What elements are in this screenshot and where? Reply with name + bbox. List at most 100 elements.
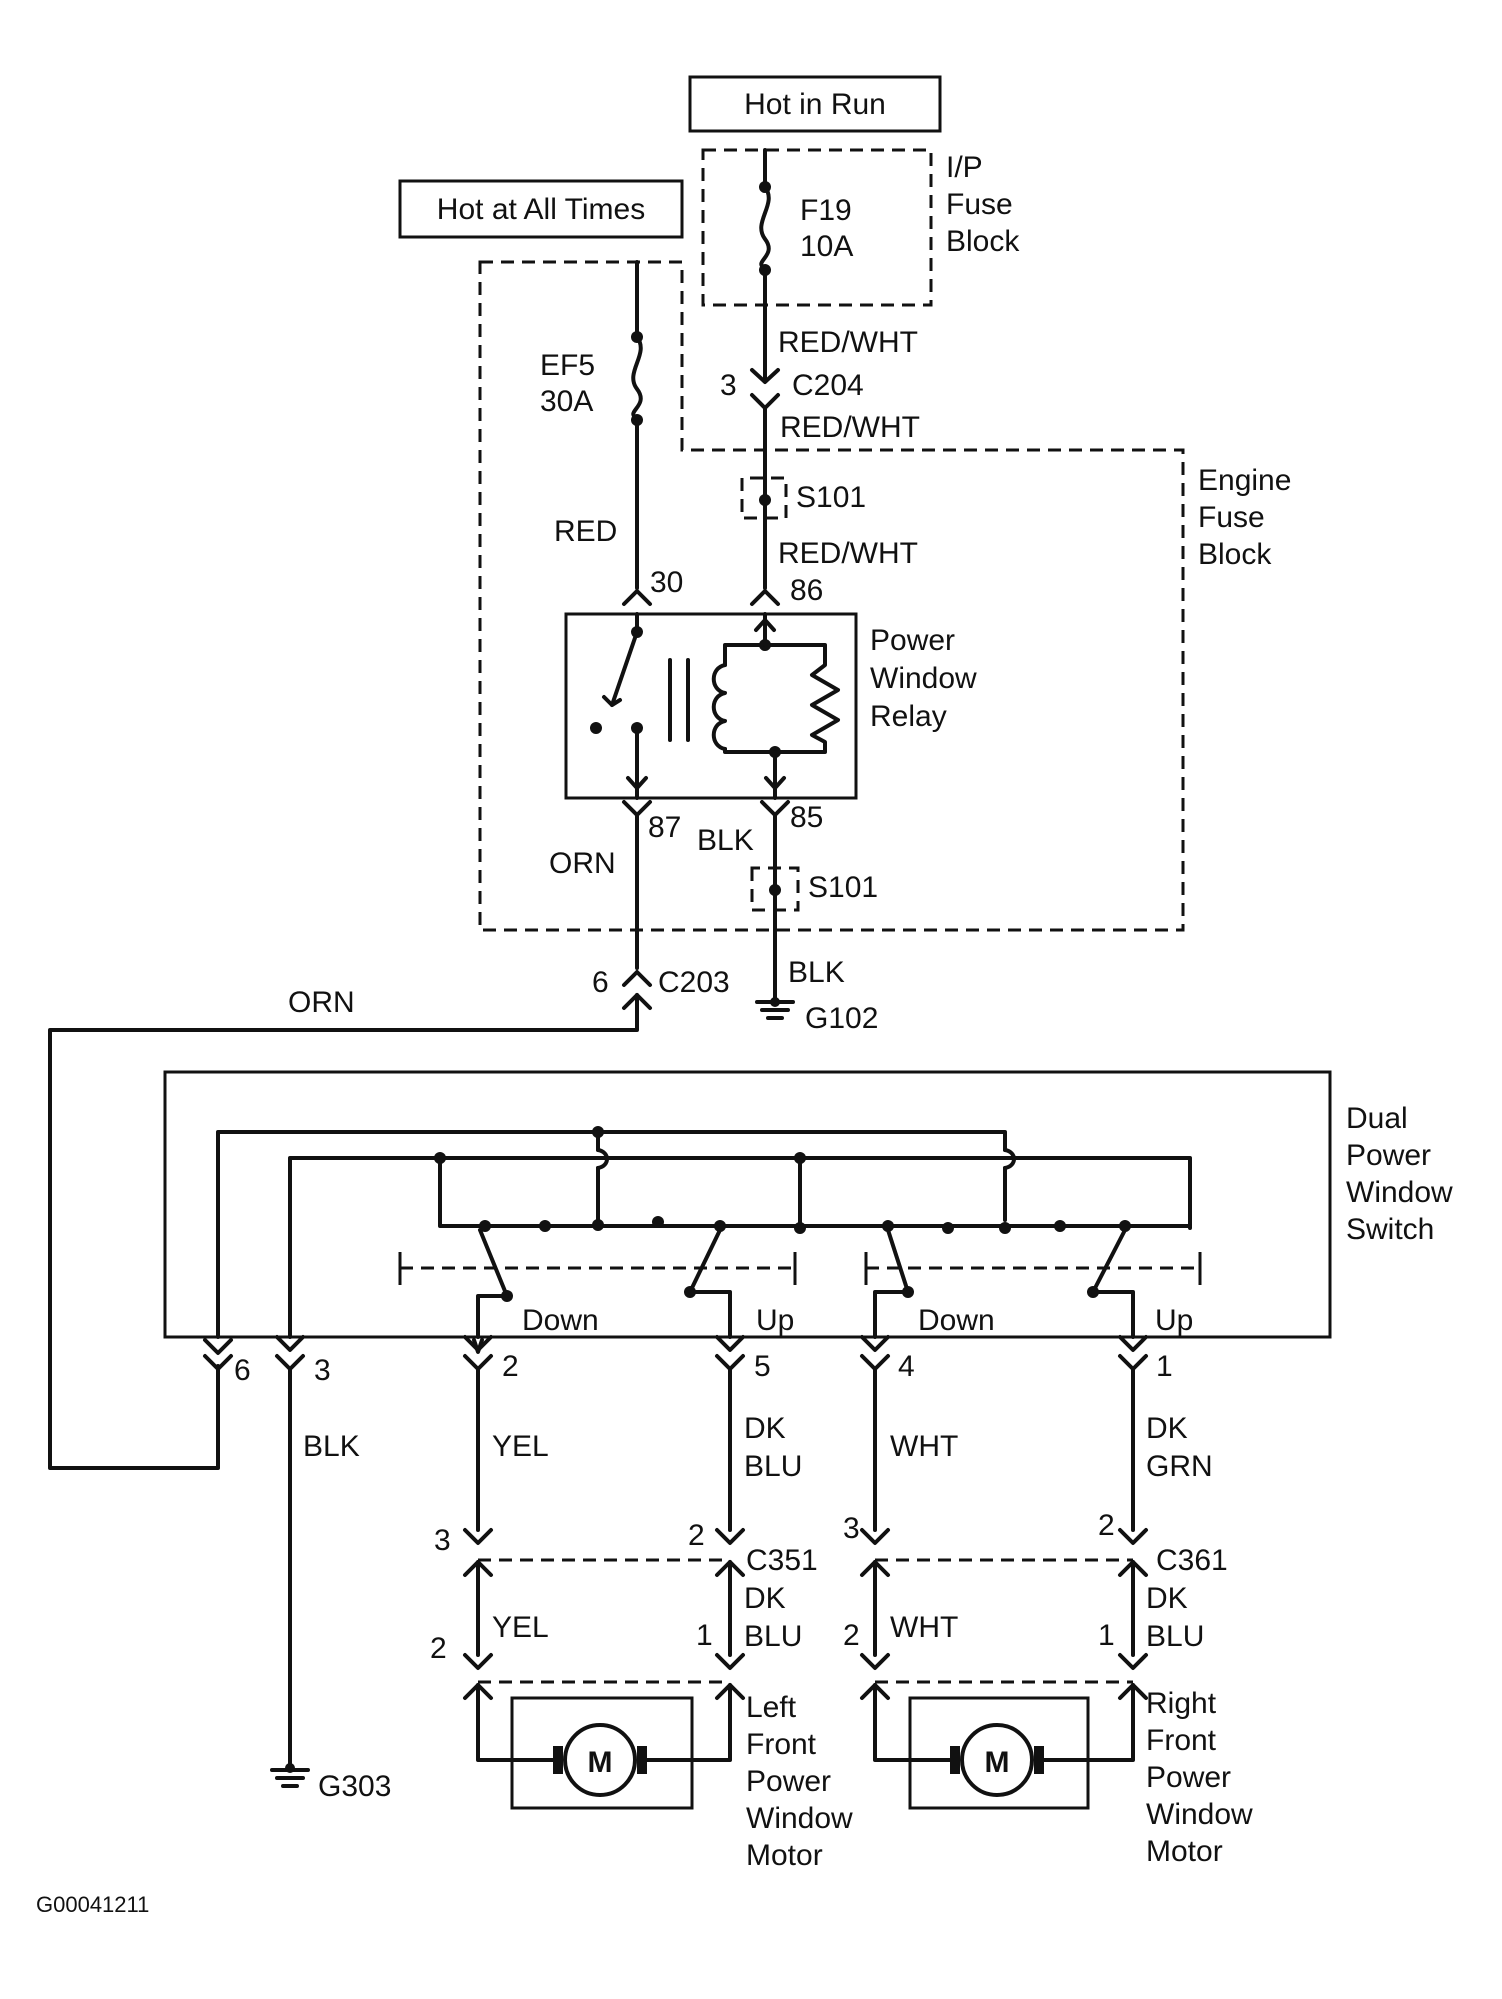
wire-red: RED xyxy=(554,515,617,548)
wire-red-wht-3: RED/WHT xyxy=(778,537,918,570)
wire-blk-ground: BLK xyxy=(788,956,845,989)
relay-switch-contact xyxy=(590,612,648,800)
svg-text:BLU: BLU xyxy=(1146,1620,1204,1653)
wire-dkblu-right: DK BLU xyxy=(1146,1582,1204,1653)
relay-pin-30: 30 xyxy=(650,566,683,599)
left-down-switch-blade xyxy=(476,1228,513,1339)
svg-text:F19: F19 xyxy=(800,194,852,227)
svg-text:Relay: Relay xyxy=(870,700,947,733)
wire-orn-long: ORN xyxy=(288,986,355,1019)
wire-red-wht-2: RED/WHT xyxy=(780,411,920,444)
relay-pin-86: 86 xyxy=(790,574,823,607)
ip-fuse-block-outline xyxy=(701,148,933,307)
right-motor-m-label: M xyxy=(985,1746,1010,1779)
ef5-fuse-label: EF5 30A xyxy=(540,349,595,418)
relay-coil xyxy=(711,612,840,800)
svg-text:Front: Front xyxy=(1146,1724,1217,1757)
wire-dkblu-top: DK BLU xyxy=(744,1412,802,1483)
switch-pin-5: 5 xyxy=(754,1350,771,1383)
svg-text:Front: Front xyxy=(746,1728,817,1761)
power-window-relay-label: Power Window Relay xyxy=(870,624,977,733)
c361-label: C361 xyxy=(1156,1544,1228,1577)
right-front-power-window-motor-label: Right Front Power Window Motor xyxy=(1146,1687,1253,1868)
svg-text:Switch: Switch xyxy=(1346,1213,1434,1246)
svg-text:GRN: GRN xyxy=(1146,1450,1213,1483)
wire-orn-relay: ORN xyxy=(549,847,616,880)
wire-orn-long-path xyxy=(48,993,639,1470)
svg-text:DK: DK xyxy=(1146,1582,1188,1615)
right-motor-box xyxy=(908,1696,1090,1810)
right-motor-symbol xyxy=(960,1723,1034,1797)
svg-text:Window: Window xyxy=(1346,1176,1453,1209)
svg-text:Block: Block xyxy=(1198,538,1272,571)
left-motor-pin-2: 2 xyxy=(430,1632,447,1665)
left-motor-symbol xyxy=(563,1723,637,1797)
switch-pin-2: 2 xyxy=(502,1350,519,1383)
hot-at-all-times-label: Hot at All Times xyxy=(437,193,645,226)
c204-pin: 3 xyxy=(720,369,737,402)
switch-pin-4: 4 xyxy=(898,1350,915,1383)
svg-text:Engine: Engine xyxy=(1198,464,1291,497)
hot-in-run-box xyxy=(688,75,942,133)
s101-top-splice-box xyxy=(740,476,788,520)
svg-text:Power: Power xyxy=(1146,1761,1231,1794)
wire-blk-relay: BLK xyxy=(697,824,754,857)
svg-text:Fuse: Fuse xyxy=(1198,501,1265,534)
svg-text:Power: Power xyxy=(746,1765,831,1798)
relay-pin-85: 85 xyxy=(790,801,823,834)
right-motor-pin-1: 1 xyxy=(1098,1619,1115,1652)
ef5-fuse-symbol xyxy=(631,335,643,420)
figure-code: G00041211 xyxy=(36,1892,149,1917)
relay-pin-87: 87 xyxy=(648,811,681,844)
g102-label: G102 xyxy=(805,1002,878,1035)
left-up-label: Up xyxy=(756,1304,794,1337)
g303-label: G303 xyxy=(318,1770,391,1803)
engine-fuse-block-label: Engine Fuse Block xyxy=(1198,464,1291,571)
wire-wht-top: WHT xyxy=(890,1430,958,1463)
dual-power-window-switch-label: Dual Power Window Switch xyxy=(1346,1102,1453,1246)
left-motor-connector xyxy=(463,1653,745,1700)
svg-text:Motor: Motor xyxy=(1146,1835,1223,1868)
c351-top-pin-right: 2 xyxy=(688,1519,705,1552)
right-down-label: Down xyxy=(918,1304,995,1337)
f19-fuse-symbol xyxy=(759,185,771,270)
svg-text:Block: Block xyxy=(946,225,1020,258)
svg-text:I/P: I/P xyxy=(946,151,983,184)
s101-bottom-label: S101 xyxy=(808,871,878,904)
svg-text:Left: Left xyxy=(746,1691,797,1724)
switch-pin-3: 3 xyxy=(314,1354,331,1387)
svg-text:Right: Right xyxy=(1146,1687,1217,1720)
right-motor-pin-2: 2 xyxy=(843,1619,860,1652)
c203-pin: 6 xyxy=(592,966,609,999)
s101-top-label: S101 xyxy=(796,481,866,514)
svg-text:Fuse: Fuse xyxy=(946,188,1013,221)
c204-label: C204 xyxy=(792,369,864,402)
svg-text:DK: DK xyxy=(744,1412,786,1445)
left-up-switch-blade xyxy=(684,1228,732,1339)
engine-fuse-block-outline xyxy=(478,260,1185,932)
wire-wht-bot: WHT xyxy=(890,1611,958,1644)
right-up-switch-blade xyxy=(1087,1228,1135,1339)
f19-fuse-label: F19 10A xyxy=(800,194,853,263)
wire-yel-top: YEL xyxy=(492,1430,549,1463)
wire-dkgrn-top: DK GRN xyxy=(1146,1412,1213,1483)
svg-text:Window: Window xyxy=(1146,1798,1253,1831)
wire-blk-switch: BLK xyxy=(303,1430,360,1463)
svg-text:Window: Window xyxy=(870,662,977,695)
wire-dkblu-left: DK BLU xyxy=(744,1582,802,1653)
c361-top-pin-right: 2 xyxy=(1098,1509,1115,1542)
left-motor-pin-1: 1 xyxy=(696,1619,713,1652)
svg-text:10A: 10A xyxy=(800,230,853,263)
svg-text:Power: Power xyxy=(870,624,955,657)
switch-pin-6: 6 xyxy=(234,1354,251,1387)
right-up-label: Up xyxy=(1155,1304,1193,1337)
c361-top-pin-left: 3 xyxy=(843,1512,860,1545)
svg-text:Motor: Motor xyxy=(746,1839,823,1872)
svg-text:DK: DK xyxy=(744,1582,786,1615)
hot-in-run-label: Hot in Run xyxy=(744,88,886,121)
svg-text:30A: 30A xyxy=(540,385,593,418)
svg-text:BLU: BLU xyxy=(744,1450,802,1483)
c351-label: C351 xyxy=(746,1544,818,1577)
switch-pin-1: 1 xyxy=(1156,1350,1173,1383)
